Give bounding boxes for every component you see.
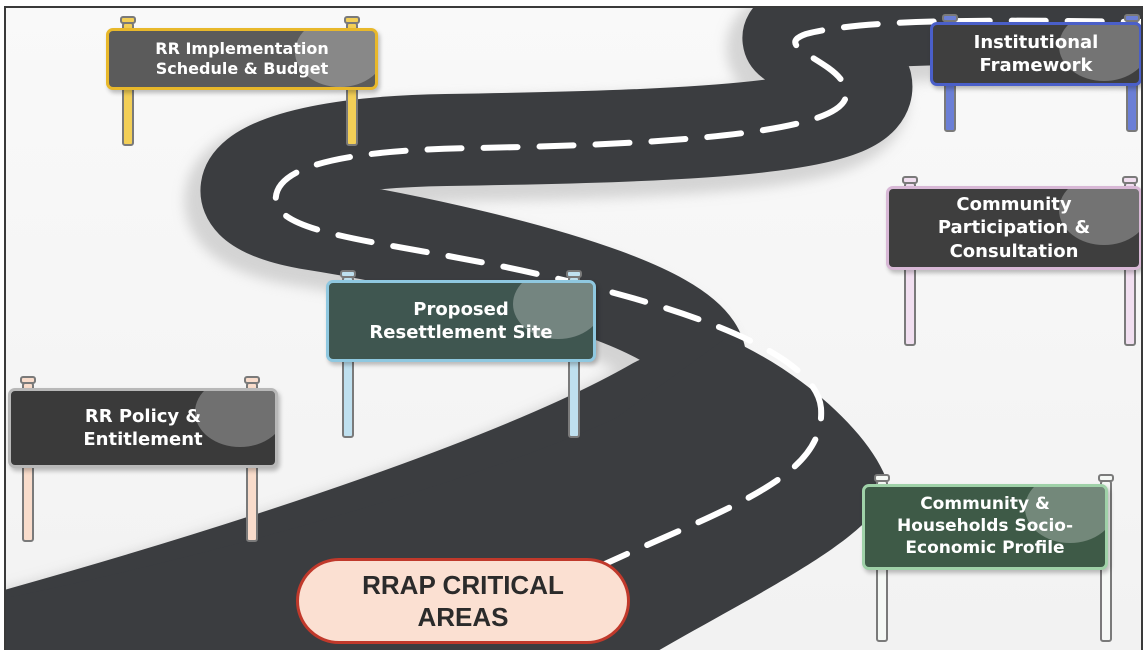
sign-socio-economic: Community & Households Socio- Economic P…	[862, 474, 1114, 642]
sign-community-participation: Community Participation & Consultation	[886, 176, 1141, 346]
sign-label-policy: RR Policy & Entitlement	[83, 405, 203, 450]
sign-label-resettlement-site: Proposed Resettlement Site	[369, 298, 553, 343]
sign-board-socio-economic: Community & Households Socio- Economic P…	[862, 484, 1108, 570]
sign-label-community-participation: Community Participation & Consultation	[937, 194, 1091, 262]
center-label-badge: RRAP CRITICAL AREAS	[296, 558, 630, 644]
sign-institutional: Institutional Framework	[930, 14, 1141, 132]
sign-board-institutional: Institutional Framework	[930, 22, 1141, 86]
sign-label-institutional: Institutional Framework	[973, 31, 1099, 76]
road	[6, 8, 1141, 650]
sign-policy: RR Policy & Entitlement	[8, 376, 278, 542]
diagram-frame: RR Implementation Schedule & Budget Inst…	[4, 6, 1143, 650]
sign-board-implementation: RR Implementation Schedule & Budget	[106, 28, 378, 90]
sign-resettlement-site: Proposed Resettlement Site	[326, 270, 596, 438]
sign-implementation: RR Implementation Schedule & Budget	[106, 16, 382, 154]
sign-label-socio-economic: Community & Households Socio- Economic P…	[896, 494, 1074, 558]
road-foreground	[6, 338, 887, 650]
sign-board-policy: RR Policy & Entitlement	[8, 388, 278, 468]
sign-board-resettlement-site: Proposed Resettlement Site	[326, 280, 596, 362]
road-center-line	[272, 17, 1141, 571]
sign-label-implementation: RR Implementation Schedule & Budget	[155, 38, 329, 78]
sign-board-community-participation: Community Participation & Consultation	[886, 186, 1141, 270]
